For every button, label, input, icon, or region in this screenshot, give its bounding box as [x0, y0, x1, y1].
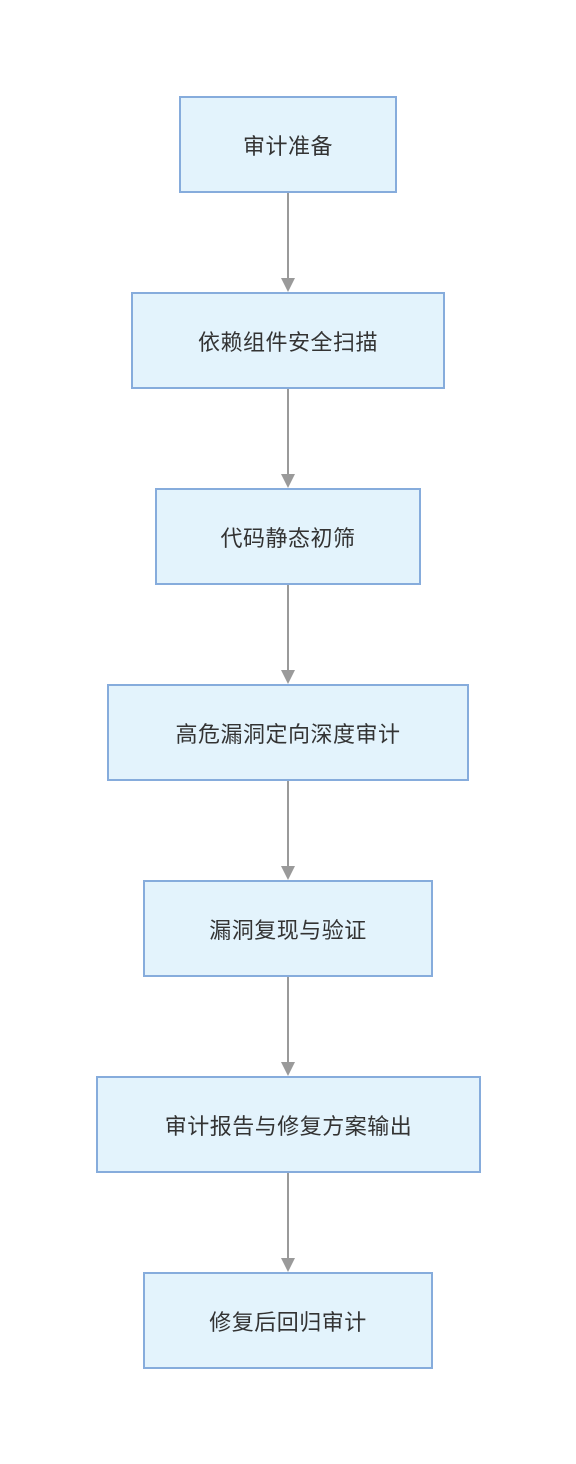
step-6-label: 审计报告与修复方案输出 — [164, 1114, 413, 1140]
step-2-box: 依赖组件安全扫描 — [131, 292, 445, 389]
arrowhead-1-2 — [281, 278, 295, 292]
connector-3-4 — [287, 585, 289, 670]
connector-5-6 — [287, 977, 289, 1062]
step-2-label: 依赖组件安全扫描 — [197, 330, 378, 356]
connector-6-7 — [287, 1173, 289, 1258]
step-6-box: 审计报告与修复方案输出 — [96, 1076, 481, 1173]
connector-4-5 — [287, 781, 289, 866]
step-4-box: 高危漏洞定向深度审计 — [107, 684, 469, 781]
connector-1-2 — [287, 193, 289, 278]
step-5-label: 漏洞复现与验证 — [209, 918, 367, 944]
step-3-box: 代码静态初筛 — [155, 488, 421, 585]
step-7-label: 修复后回归审计 — [209, 1310, 367, 1336]
step-4-label: 高危漏洞定向深度审计 — [175, 722, 401, 748]
step-7-box: 修复后回归审计 — [143, 1272, 433, 1369]
step-1-label: 审计准备 — [242, 134, 333, 160]
step-5-box: 漏洞复现与验证 — [143, 880, 433, 977]
connector-2-3 — [287, 389, 289, 474]
step-3-label: 代码静态初筛 — [220, 526, 356, 552]
arrowhead-6-7 — [281, 1258, 295, 1272]
step-1-box: 审计准备 — [179, 96, 397, 193]
arrowhead-5-6 — [281, 1062, 295, 1076]
arrowhead-4-5 — [281, 866, 295, 880]
arrowhead-3-4 — [281, 670, 295, 684]
arrowhead-2-3 — [281, 474, 295, 488]
